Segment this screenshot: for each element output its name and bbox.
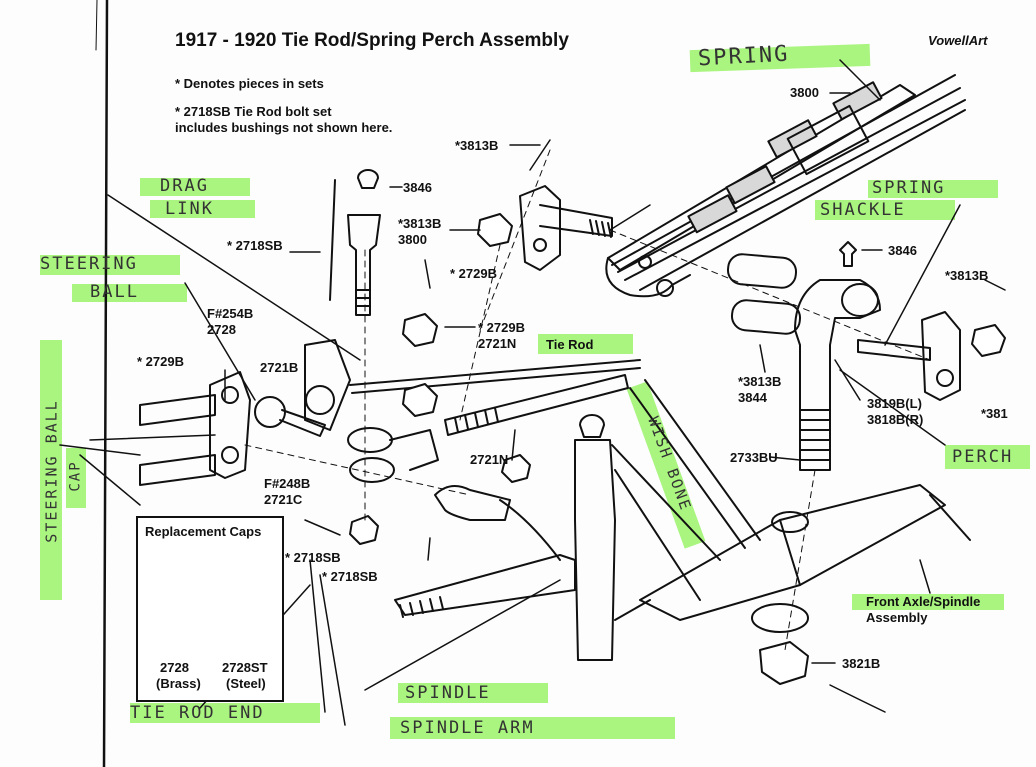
handwritten-drag: DRAG xyxy=(160,176,209,196)
handwritten-ball: BALL xyxy=(90,282,139,302)
front-axle-label-line2: Assembly xyxy=(866,610,928,625)
replacement-caps-panel xyxy=(136,516,284,702)
part-3813b-top: *3813B xyxy=(455,138,499,153)
part-3821b: 3821B xyxy=(842,656,881,671)
tie-rod-end-drawing xyxy=(139,339,641,486)
part-f248b: F#248B xyxy=(264,476,311,491)
spring-perch-drawing xyxy=(726,241,881,471)
handwritten-spring-shackle-line1: SPRING xyxy=(872,178,946,198)
tie-rod-drawing xyxy=(347,374,629,483)
handwritten-spring: SPRING xyxy=(697,41,791,72)
handwritten-spring-shackle-line2: SHACKLE xyxy=(820,200,906,220)
part-3800-top: 3800 xyxy=(790,85,819,100)
handwritten-tie-rod-end: TIE ROD END xyxy=(130,703,265,723)
replacement-caps-title: Replacement Caps xyxy=(145,524,262,539)
part-2729b-a: * 2729B xyxy=(450,266,497,281)
cotter-pins xyxy=(304,139,886,713)
part-3818b: 3818B(R) xyxy=(867,412,924,427)
part-2718sb-top: * 2718SB xyxy=(227,238,283,253)
note-bolt-set-line1: * 2718SB Tie Rod bolt set xyxy=(175,104,332,119)
spindle-drawing xyxy=(394,414,701,661)
cap-steel-number: 2728ST xyxy=(222,660,268,675)
part-2733bu: 2733BU xyxy=(730,450,778,465)
part-2729b-b: * 2729B xyxy=(478,320,525,335)
note-sets: * Denotes pieces in sets xyxy=(175,76,324,91)
highlight-spring-shackle-b xyxy=(815,200,955,220)
front-axle-drawing xyxy=(614,484,971,621)
highlight-front-axle xyxy=(852,594,1004,610)
highlight-tie-rod-end xyxy=(130,703,320,723)
part-3819b: 3819B(L) xyxy=(867,396,922,411)
note-bolt-set-line2: includes bushings not shown here. xyxy=(175,120,393,135)
part-2728: 2728 xyxy=(207,322,236,337)
handwritten-link: LINK xyxy=(165,199,214,219)
part-2718sb-b: * 2718SB xyxy=(285,550,341,565)
leader-lines xyxy=(59,59,1006,726)
cap-steel-material: (Steel) xyxy=(226,676,266,691)
part-3813b-right: *3813B xyxy=(945,268,989,283)
handwritten-steering: STEERING xyxy=(40,254,138,274)
part-3846-top: 3846 xyxy=(403,180,432,195)
handwritten-cap: CAP xyxy=(67,460,84,492)
part-2721n-b: 2721N xyxy=(478,336,517,351)
note-bolt-set: * 2718SB Tie Rod bolt set includes bushi… xyxy=(175,104,392,136)
spindle-bolt-drawing xyxy=(329,169,381,316)
cap-brass-number: 2728 xyxy=(160,660,189,675)
part-3813b-mid: *3813B xyxy=(398,216,442,231)
part-381-cut: *381 xyxy=(981,406,1008,421)
highlight-spindle xyxy=(398,683,548,703)
handwritten-spindle-arm: SPINDLE ARM xyxy=(400,718,535,738)
assembly-axes xyxy=(244,149,931,651)
brand-label: VowellArt xyxy=(928,33,988,48)
part-2721b: 2721B xyxy=(260,360,299,375)
part-3844: 3844 xyxy=(738,390,767,405)
part-2718sb-c: * 2718SB xyxy=(322,569,378,584)
highlight-spindle-arm xyxy=(390,717,675,739)
highlight-perch xyxy=(945,445,1030,469)
highlight-steering xyxy=(40,255,180,275)
handwritten-spindle: SPINDLE xyxy=(405,683,491,703)
highlight-ball xyxy=(72,284,187,302)
part-2721n-c: 2721N xyxy=(470,452,509,467)
cap-brass-material: (Brass) xyxy=(156,676,201,691)
diagram-title: 1917 - 1920 Tie Rod/Spring Perch Assembl… xyxy=(175,30,569,51)
handwritten-steering-ball-cap: STEERING BALL xyxy=(42,399,61,543)
front-axle-label-line1: Front Axle/Spindle xyxy=(866,594,981,609)
part-3800-mid: 3800 xyxy=(398,232,427,247)
part-3846-right: 3846 xyxy=(888,243,917,258)
highlight-spring-shackle-a xyxy=(868,180,998,198)
highlight-steering-ball-cap xyxy=(40,340,62,600)
leaf-spring-drawing xyxy=(605,74,966,298)
margin-line-left xyxy=(102,0,109,767)
tie-rod-label: Tie Rod xyxy=(546,337,594,352)
part-2721c: 2721C xyxy=(264,492,303,507)
part-f254b: F#254B xyxy=(207,306,254,321)
highlight-tie-rod xyxy=(538,334,633,354)
highlight-drag xyxy=(140,178,250,196)
handwritten-perch: PERCH xyxy=(952,447,1014,467)
wishbone-drawing xyxy=(611,379,761,561)
part-2729b-left: * 2729B xyxy=(137,354,184,369)
part-3813b-low: *3813B xyxy=(738,374,782,389)
highlight-cap xyxy=(66,448,86,508)
castle-nuts xyxy=(349,213,1006,685)
highlight-link xyxy=(150,200,255,218)
